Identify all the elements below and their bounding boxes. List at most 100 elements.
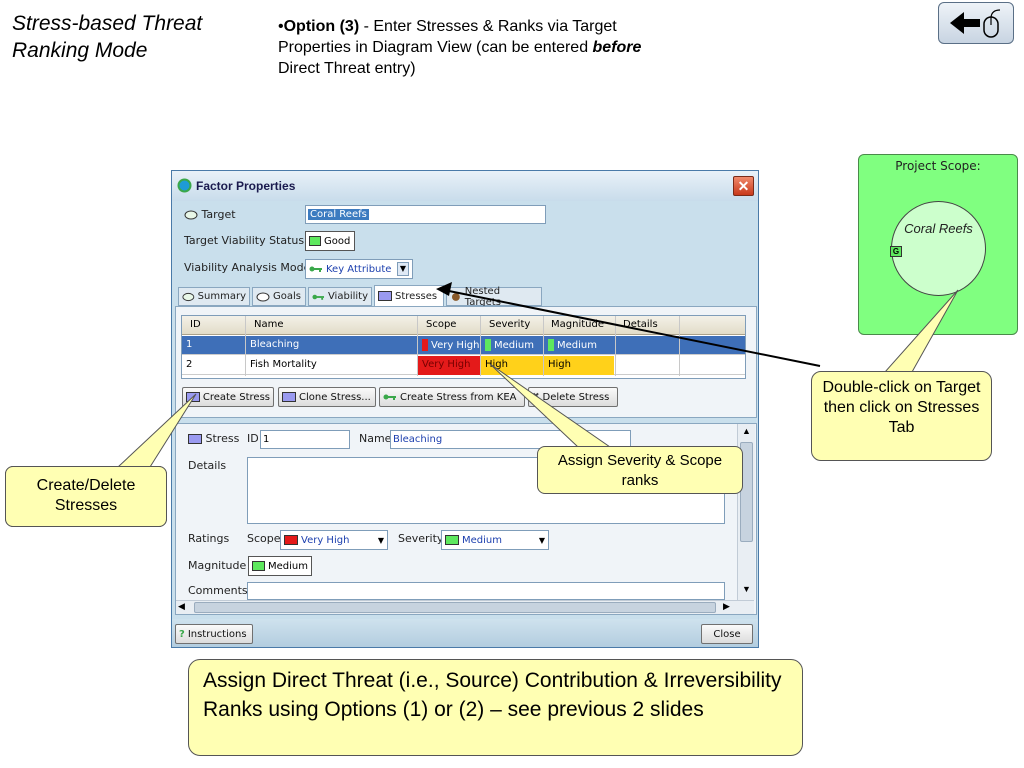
back-button[interactable] bbox=[938, 2, 1014, 44]
key-icon bbox=[312, 294, 325, 300]
back-arrow-mouse-icon bbox=[950, 9, 1001, 38]
severity-select[interactable]: Medium ▼ bbox=[441, 530, 549, 550]
bullet-text-2: Direct Threat entry) bbox=[278, 60, 416, 77]
row-severity: High bbox=[481, 356, 543, 375]
clone-stress-label: Clone Stress... bbox=[299, 391, 371, 403]
row-scope-value: Very High bbox=[431, 340, 480, 351]
dialog-title: Factor Properties bbox=[196, 179, 296, 193]
severity-select-value: Medium bbox=[462, 534, 502, 546]
viability-status-label: Target Viability Status bbox=[184, 234, 305, 247]
viability-mode-select[interactable]: Key Attribute ▼ bbox=[305, 259, 413, 279]
comments-label: Comments bbox=[188, 584, 248, 597]
scroll-down-icon[interactable]: ▼ bbox=[742, 584, 751, 594]
target-name-input[interactable]: Coral Reefs bbox=[305, 205, 546, 224]
help-icon: ? bbox=[179, 628, 185, 640]
col-id[interactable]: ID bbox=[190, 319, 201, 330]
tab-stresses[interactable]: Stresses bbox=[374, 285, 444, 306]
row-id: 1 bbox=[186, 339, 193, 350]
viability-status-chip[interactable]: Good bbox=[305, 231, 355, 251]
dialog-titlebar: Factor Properties ✕ bbox=[172, 171, 758, 201]
scroll-left-icon[interactable]: ◀ bbox=[178, 601, 185, 611]
row-name: Fish Mortality bbox=[250, 359, 317, 370]
scope-select[interactable]: Very High▼ bbox=[280, 530, 388, 550]
table-row[interactable]: 1 Bleaching Very High Medium Medium bbox=[182, 336, 745, 355]
col-details[interactable]: Details bbox=[623, 319, 658, 330]
h-scrollbar-thumb[interactable] bbox=[194, 602, 716, 613]
stress-swatch-icon bbox=[186, 392, 200, 402]
chevron-down-icon[interactable]: ▼ bbox=[377, 535, 384, 545]
slide-bullet: •Option (3) - Enter Stresses & Ranks via… bbox=[278, 16, 678, 79]
stress-label-text: Stress bbox=[205, 432, 240, 445]
col-name[interactable]: Name bbox=[254, 319, 284, 330]
factor-properties-dialog: Factor Properties ✕ Target Coral Reefs T… bbox=[171, 170, 759, 648]
horizontal-scrollbar[interactable]: ◀ ▶ bbox=[176, 600, 754, 614]
vertical-scrollbar[interactable]: ▲ ▼ bbox=[737, 424, 755, 600]
medium-swatch bbox=[252, 561, 265, 571]
chevron-down-icon[interactable]: ▼ bbox=[397, 262, 409, 276]
create-from-kea-label: Create Stress from KEA bbox=[400, 391, 517, 403]
dialog-close-button[interactable]: ✕ bbox=[733, 176, 754, 196]
goal-oval-icon bbox=[256, 292, 270, 301]
comments-input[interactable] bbox=[247, 582, 725, 600]
scroll-right-icon[interactable]: ▶ bbox=[723, 601, 730, 611]
direct-threat-callout: Assign Direct Threat (i.e., Source) Cont… bbox=[188, 659, 803, 756]
stress-id-input[interactable]: 1 bbox=[260, 430, 350, 449]
coral-reefs-label: Coral Reefs bbox=[904, 221, 973, 236]
tab-stresses-label: Stresses bbox=[395, 290, 438, 302]
row-scope: Very High bbox=[418, 336, 480, 355]
tab-summary[interactable]: Summary bbox=[178, 287, 250, 306]
row-magnitude: Medium bbox=[544, 336, 614, 355]
scroll-up-icon[interactable]: ▲ bbox=[742, 426, 751, 436]
bullet-emph: before bbox=[592, 39, 642, 56]
col-magnitude[interactable]: Magnitude bbox=[551, 319, 604, 330]
bullet-marker: • bbox=[278, 18, 284, 35]
row-details bbox=[616, 336, 624, 355]
tab-viability-label: Viability bbox=[327, 291, 368, 302]
tab-viability[interactable]: Viability bbox=[308, 287, 372, 306]
row-name: Bleaching bbox=[250, 339, 300, 350]
create-stress-button[interactable]: Create Stress bbox=[182, 387, 274, 407]
tab-nested-targets[interactable]: Nested Targets bbox=[446, 285, 542, 308]
clone-stress-button[interactable]: Clone Stress... bbox=[278, 387, 376, 407]
stress-name-label: Name bbox=[359, 432, 392, 445]
dialog-footer: ?Instructions Close bbox=[172, 619, 758, 647]
tab-goals[interactable]: Goals bbox=[252, 287, 306, 306]
create-delete-callout-text: Create/Delete Stresses bbox=[5, 466, 167, 527]
coral-reefs-target[interactable]: Coral Reefs bbox=[891, 201, 986, 296]
scrollbar-thumb[interactable] bbox=[740, 442, 753, 542]
stress-swatch-icon bbox=[378, 291, 392, 301]
row-magnitude-value: Medium bbox=[557, 340, 597, 351]
delete-stress-button[interactable]: ✖Delete Stress bbox=[528, 387, 618, 407]
tab-nested-targets-label: Nested Targets bbox=[464, 285, 501, 308]
delete-icon: ✖ bbox=[532, 392, 540, 402]
goal-badge: G bbox=[890, 246, 902, 257]
details-label: Details bbox=[188, 459, 227, 472]
col-scope[interactable]: Scope bbox=[426, 319, 457, 330]
bullet-option: Option (3) bbox=[283, 18, 360, 35]
target-oval-icon bbox=[182, 292, 195, 301]
close-button[interactable]: Close bbox=[701, 624, 753, 644]
target-name-value: Coral Reefs bbox=[308, 209, 369, 220]
project-scope-box: Project Scope: Coral Reefs G bbox=[858, 154, 1018, 335]
key-icon bbox=[383, 394, 396, 400]
chevron-down-icon[interactable]: ▼ bbox=[538, 535, 545, 545]
table-row[interactable]: 2 Fish Mortality Very High High High bbox=[182, 356, 745, 375]
row-severity-value: Medium bbox=[494, 340, 534, 351]
row-id: 2 bbox=[186, 359, 193, 370]
instructions-button[interactable]: ?Instructions bbox=[175, 624, 253, 644]
bullet-text-1: - Enter Stresses & Ranks via Target Prop… bbox=[278, 18, 617, 56]
project-scope-title: Project Scope: bbox=[895, 159, 981, 173]
row-details bbox=[616, 356, 624, 375]
miradi-logo-icon bbox=[177, 178, 192, 193]
medium-swatch bbox=[445, 535, 459, 545]
col-severity[interactable]: Severity bbox=[489, 319, 531, 330]
viability-mode-value: Key Attribute bbox=[326, 263, 392, 275]
good-swatch bbox=[309, 236, 321, 246]
tab-summary-label: Summary bbox=[197, 291, 246, 302]
stress-id-label: ID bbox=[247, 432, 259, 445]
row-severity: Medium bbox=[481, 336, 543, 355]
row-magnitude: High bbox=[544, 356, 614, 375]
severity-label: Severity bbox=[398, 532, 444, 545]
magnitude-value: Medium bbox=[268, 560, 308, 572]
create-stress-from-kea-button[interactable]: Create Stress from KEA bbox=[379, 387, 525, 407]
